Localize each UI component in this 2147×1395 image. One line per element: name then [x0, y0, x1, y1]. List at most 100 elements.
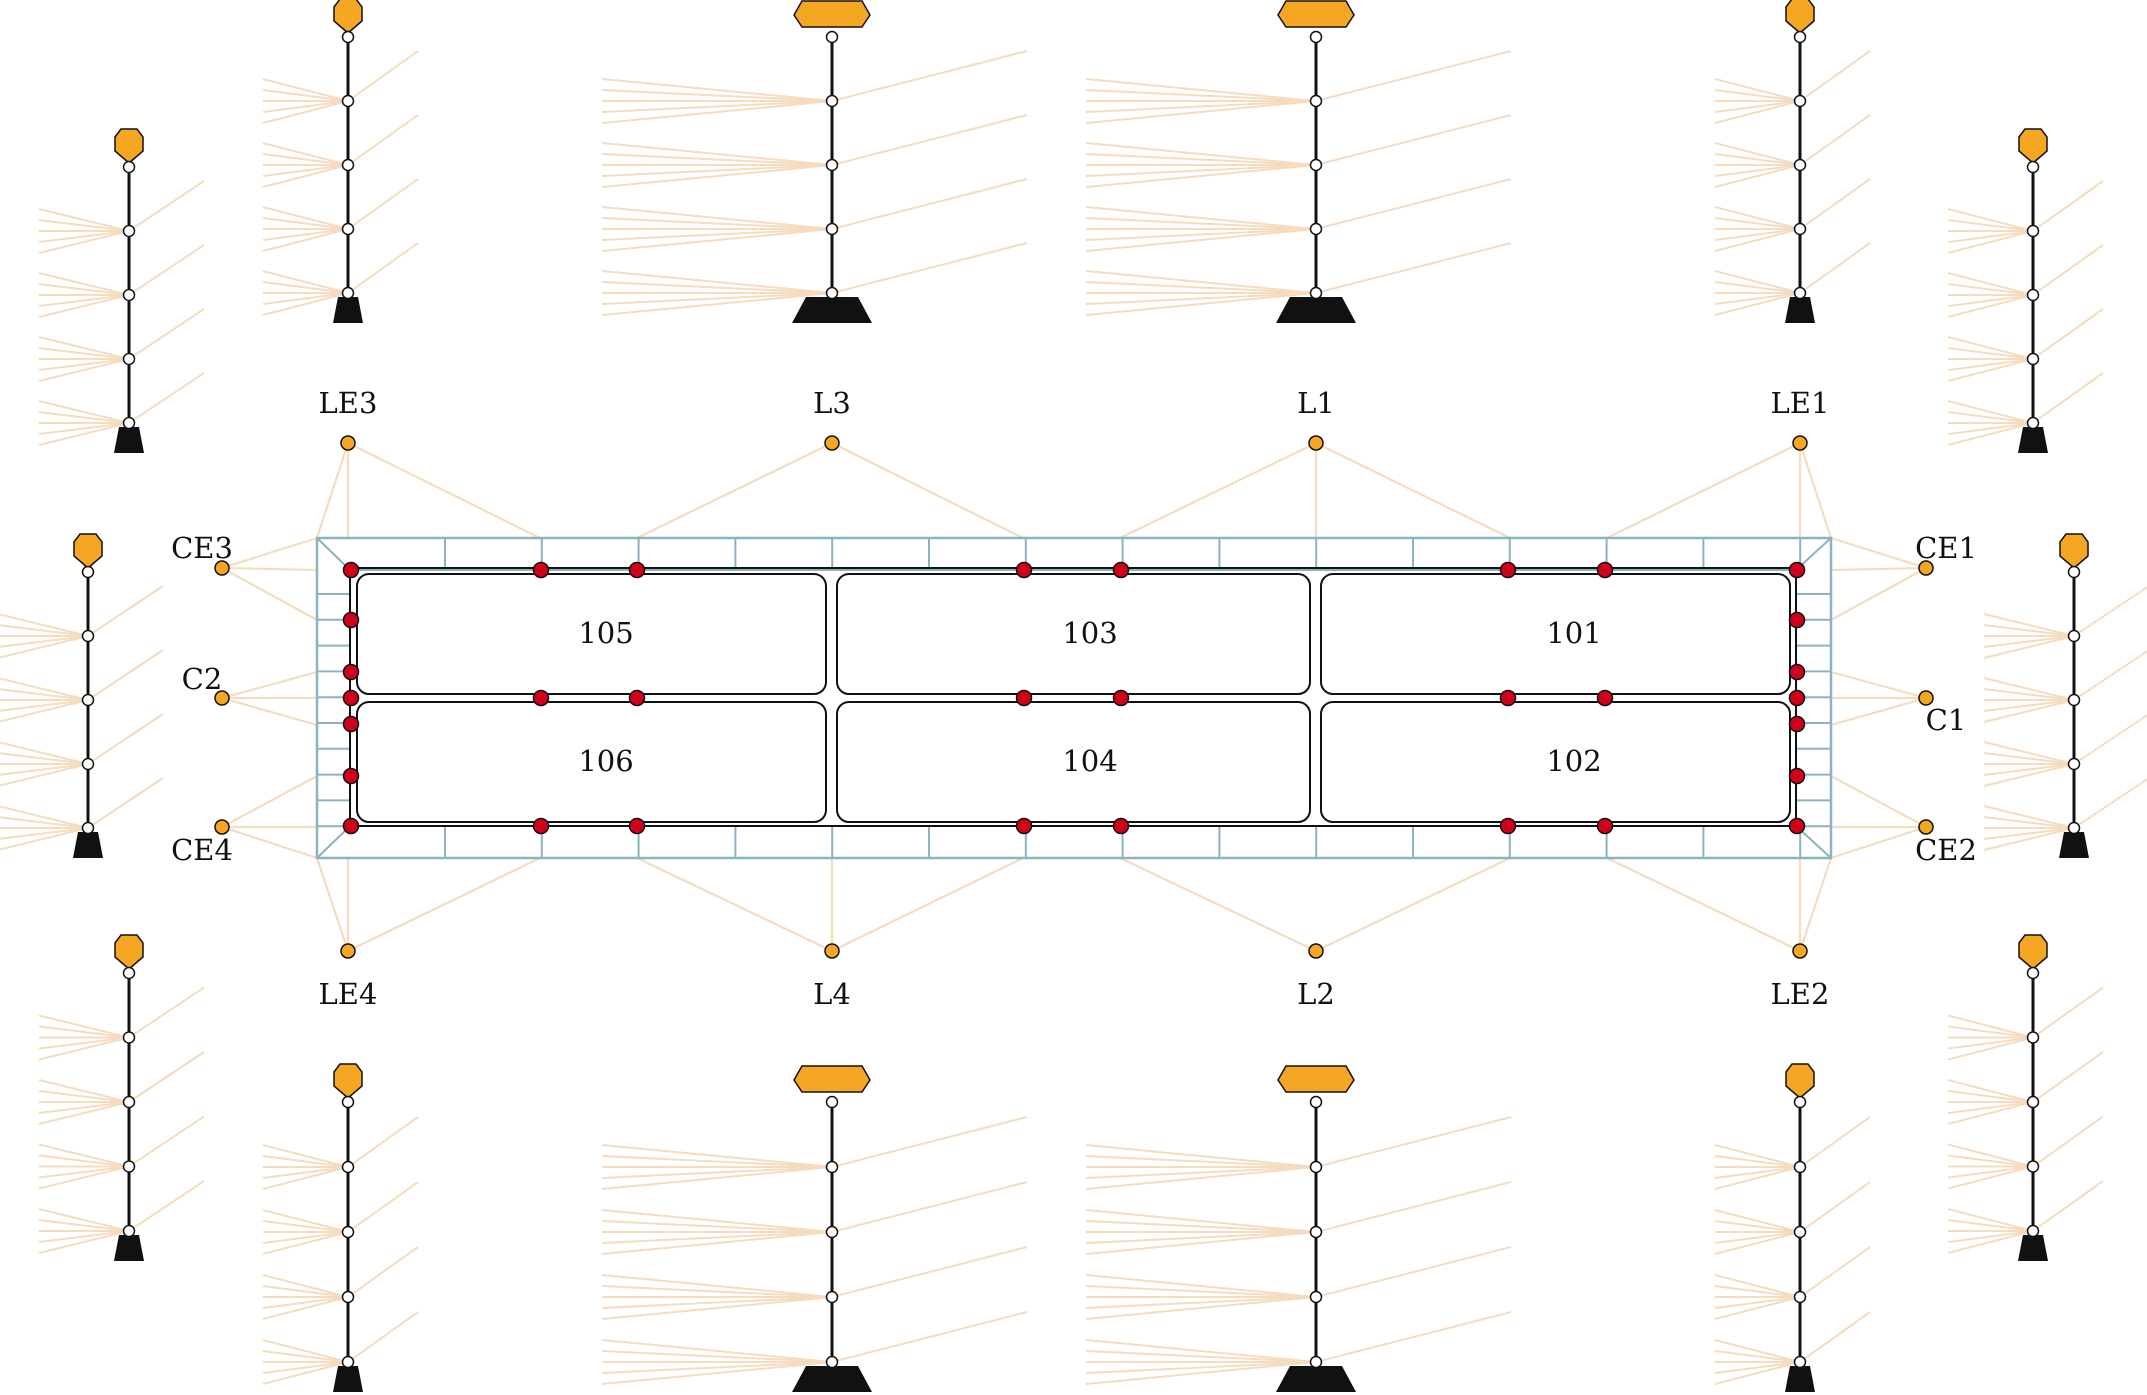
fan-line	[262, 153, 349, 166]
column-node	[825, 30, 839, 44]
fan-line	[347, 1116, 419, 1168]
red-node	[1788, 817, 1806, 835]
hub-link	[1798, 442, 1833, 539]
fan-line	[1085, 1274, 1317, 1298]
hub-point	[1792, 435, 1808, 451]
fan-line	[1315, 1246, 1512, 1298]
fan-line	[1983, 613, 2075, 637]
red-node	[1015, 561, 1033, 579]
fan-line	[601, 89, 833, 102]
fan-line	[831, 1116, 1028, 1168]
fan-line	[1947, 1230, 2034, 1243]
fan-line	[1315, 1116, 1512, 1168]
trapezoid-base-icon	[73, 832, 103, 858]
fan-line	[262, 89, 349, 102]
fan-line	[1947, 272, 2034, 296]
fan-line	[1799, 1311, 1871, 1363]
hub-link	[1119, 857, 1317, 952]
fan-line	[38, 1165, 130, 1179]
column-element-11	[1085, 1065, 1512, 1392]
column-node	[1309, 1355, 1323, 1369]
fan-line	[831, 1181, 1028, 1233]
hub-label-CE2: CE2	[1915, 833, 1977, 867]
octagon-cap-icon	[114, 128, 144, 164]
hub-point	[1918, 560, 1934, 576]
fan-line	[1714, 142, 1801, 166]
fan-line	[347, 50, 419, 102]
red-node	[1788, 767, 1806, 785]
fan-line	[347, 178, 419, 230]
trapezoid-base-icon	[1785, 1366, 1815, 1392]
fan-line	[1085, 1350, 1317, 1363]
fan-line	[601, 1231, 833, 1255]
hub-point	[1308, 943, 1324, 959]
red-node	[532, 561, 550, 579]
fan-line	[38, 422, 130, 446]
red-node	[1112, 817, 1130, 835]
column-node	[2067, 565, 2081, 579]
fan-line	[601, 228, 833, 241]
column-node	[1793, 222, 1807, 236]
hub-link	[1830, 567, 1927, 621]
fan-line	[831, 242, 1028, 294]
fan-line	[1714, 1209, 1801, 1233]
fan-line	[1947, 1090, 2034, 1103]
fan-line	[0, 699, 89, 712]
fan-line	[1714, 1361, 1801, 1385]
fan-line	[262, 1209, 349, 1233]
fan-line	[1983, 699, 2075, 723]
fan-line	[0, 677, 89, 701]
trapezoid-base-icon	[1276, 1366, 1356, 1392]
fan-line	[2032, 1180, 2104, 1232]
fan-line	[1085, 1209, 1317, 1233]
fan-line	[601, 1361, 833, 1385]
column-element-2	[601, 0, 1028, 323]
red-node	[1788, 561, 1806, 579]
fan-line	[1085, 206, 1317, 230]
fan-line	[2032, 308, 2104, 360]
fan-line	[262, 1339, 349, 1363]
fan-line	[1714, 206, 1801, 230]
fan-line	[1085, 142, 1317, 166]
fan-line	[128, 180, 205, 232]
octagon-cap-icon	[73, 533, 103, 569]
fan-line	[262, 217, 349, 230]
fan-line	[262, 228, 349, 252]
fan-line	[1714, 164, 1801, 177]
column-node	[1793, 1225, 1807, 1239]
fan-line	[38, 1143, 130, 1168]
column-node	[2026, 160, 2040, 174]
column-node	[1309, 1290, 1323, 1304]
column-element-9	[262, 1063, 419, 1392]
hub-point	[1918, 690, 1934, 706]
fan-line	[262, 1155, 349, 1168]
fan-line	[38, 294, 130, 307]
trapezoid-base-icon	[1276, 297, 1356, 323]
fan-line	[0, 635, 89, 659]
fan-line	[1085, 1339, 1317, 1363]
column-node	[1793, 94, 1807, 108]
fan-line	[1714, 1231, 1801, 1255]
octagon-cap-icon	[2018, 128, 2048, 164]
fan-line	[2032, 986, 2104, 1039]
hub-link	[1606, 442, 1801, 539]
fan-line	[0, 624, 89, 637]
fan-line	[1714, 1361, 1801, 1374]
octagon-cap-icon	[793, 0, 871, 28]
column-node	[2026, 1224, 2040, 1238]
fan-line	[347, 1181, 419, 1233]
hub-link	[1830, 825, 1927, 860]
fan-line	[1085, 1231, 1317, 1255]
column-node	[2067, 629, 2081, 643]
fan-line	[1947, 1230, 2034, 1254]
fan-line	[1983, 699, 2075, 712]
fan-line	[831, 50, 1028, 102]
column-node	[122, 224, 136, 238]
fan-line	[38, 272, 130, 296]
hub-point	[824, 435, 840, 451]
octagon-cap-icon	[1785, 0, 1815, 34]
fan-line	[262, 1296, 349, 1320]
fan-line	[1983, 677, 2075, 701]
fan-line	[0, 741, 89, 765]
fan-line	[1085, 1155, 1317, 1168]
